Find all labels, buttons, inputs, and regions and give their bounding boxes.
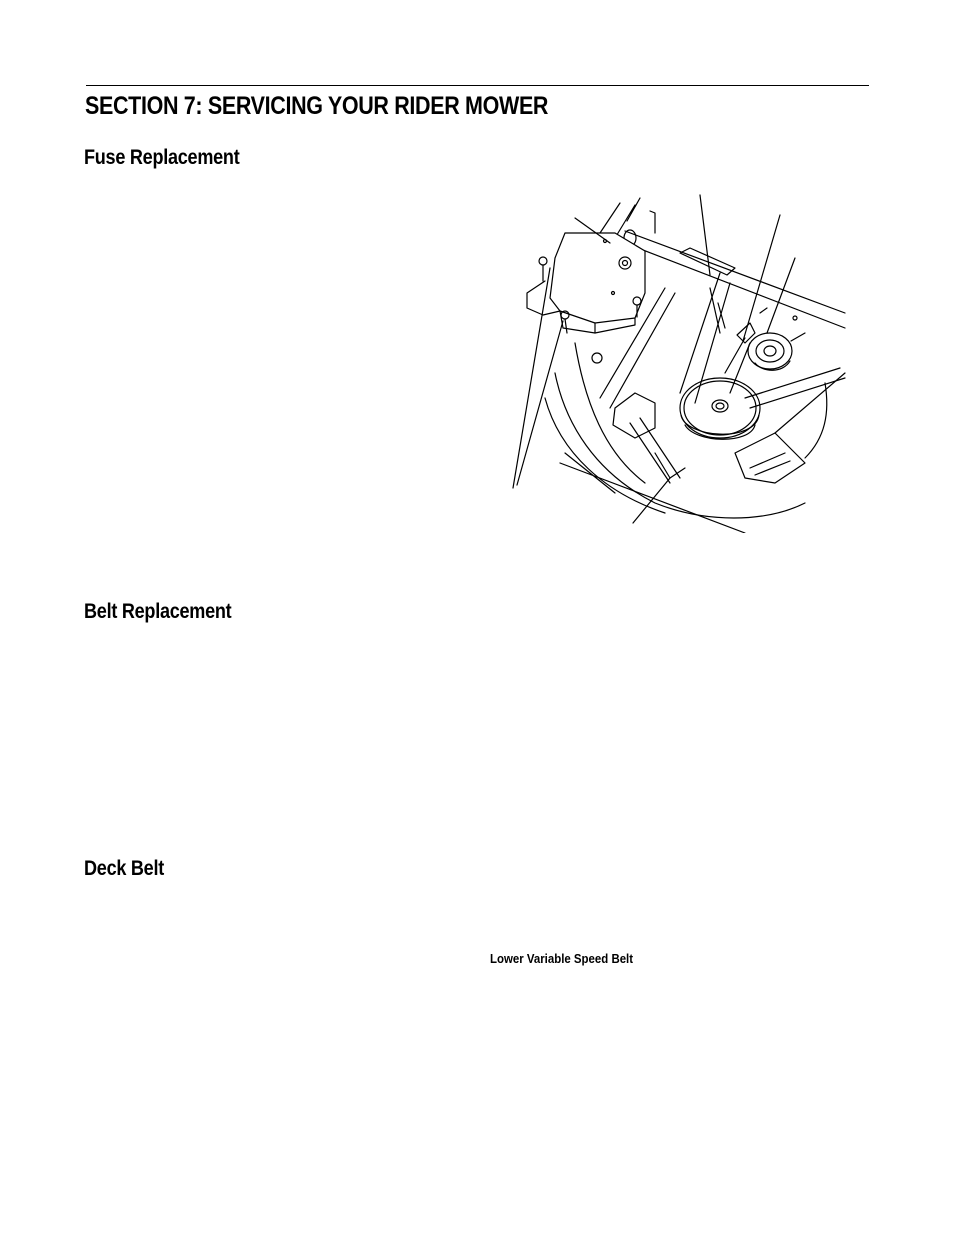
section-title: SECTION 7: SERVICING YOUR RIDER MOWER	[85, 92, 549, 120]
bolt	[560, 310, 570, 334]
axle-tube	[624, 230, 846, 329]
bracket-plate	[549, 232, 646, 324]
tension-arm	[744, 367, 846, 409]
heading-deck-belt: Deck Belt	[84, 857, 164, 880]
leader-line	[699, 194, 711, 276]
heading-fuse-replacement: Fuse Replacement	[84, 146, 240, 169]
leader-line	[574, 217, 611, 244]
bolt	[632, 296, 642, 318]
belt	[679, 272, 731, 404]
frame-rail	[599, 197, 641, 239]
leader-line	[742, 214, 781, 342]
leader-line	[632, 477, 671, 524]
figure-caption: Lower Variable Speed Belt	[490, 951, 634, 966]
bracket-hole	[618, 256, 632, 270]
mower-belt-diagram	[505, 193, 850, 534]
leader-line	[512, 267, 551, 489]
leader-line	[766, 257, 796, 334]
large-pulley	[679, 377, 761, 440]
nut	[591, 352, 603, 364]
top-rule	[86, 85, 869, 86]
bolt	[538, 256, 548, 282]
heading-belt-replacement: Belt Replacement	[84, 600, 232, 623]
linkage-arm	[599, 287, 676, 409]
leader-line	[790, 332, 806, 342]
leader-line	[516, 320, 564, 486]
deck-outline	[554, 372, 806, 519]
idler-pulley	[747, 332, 793, 371]
